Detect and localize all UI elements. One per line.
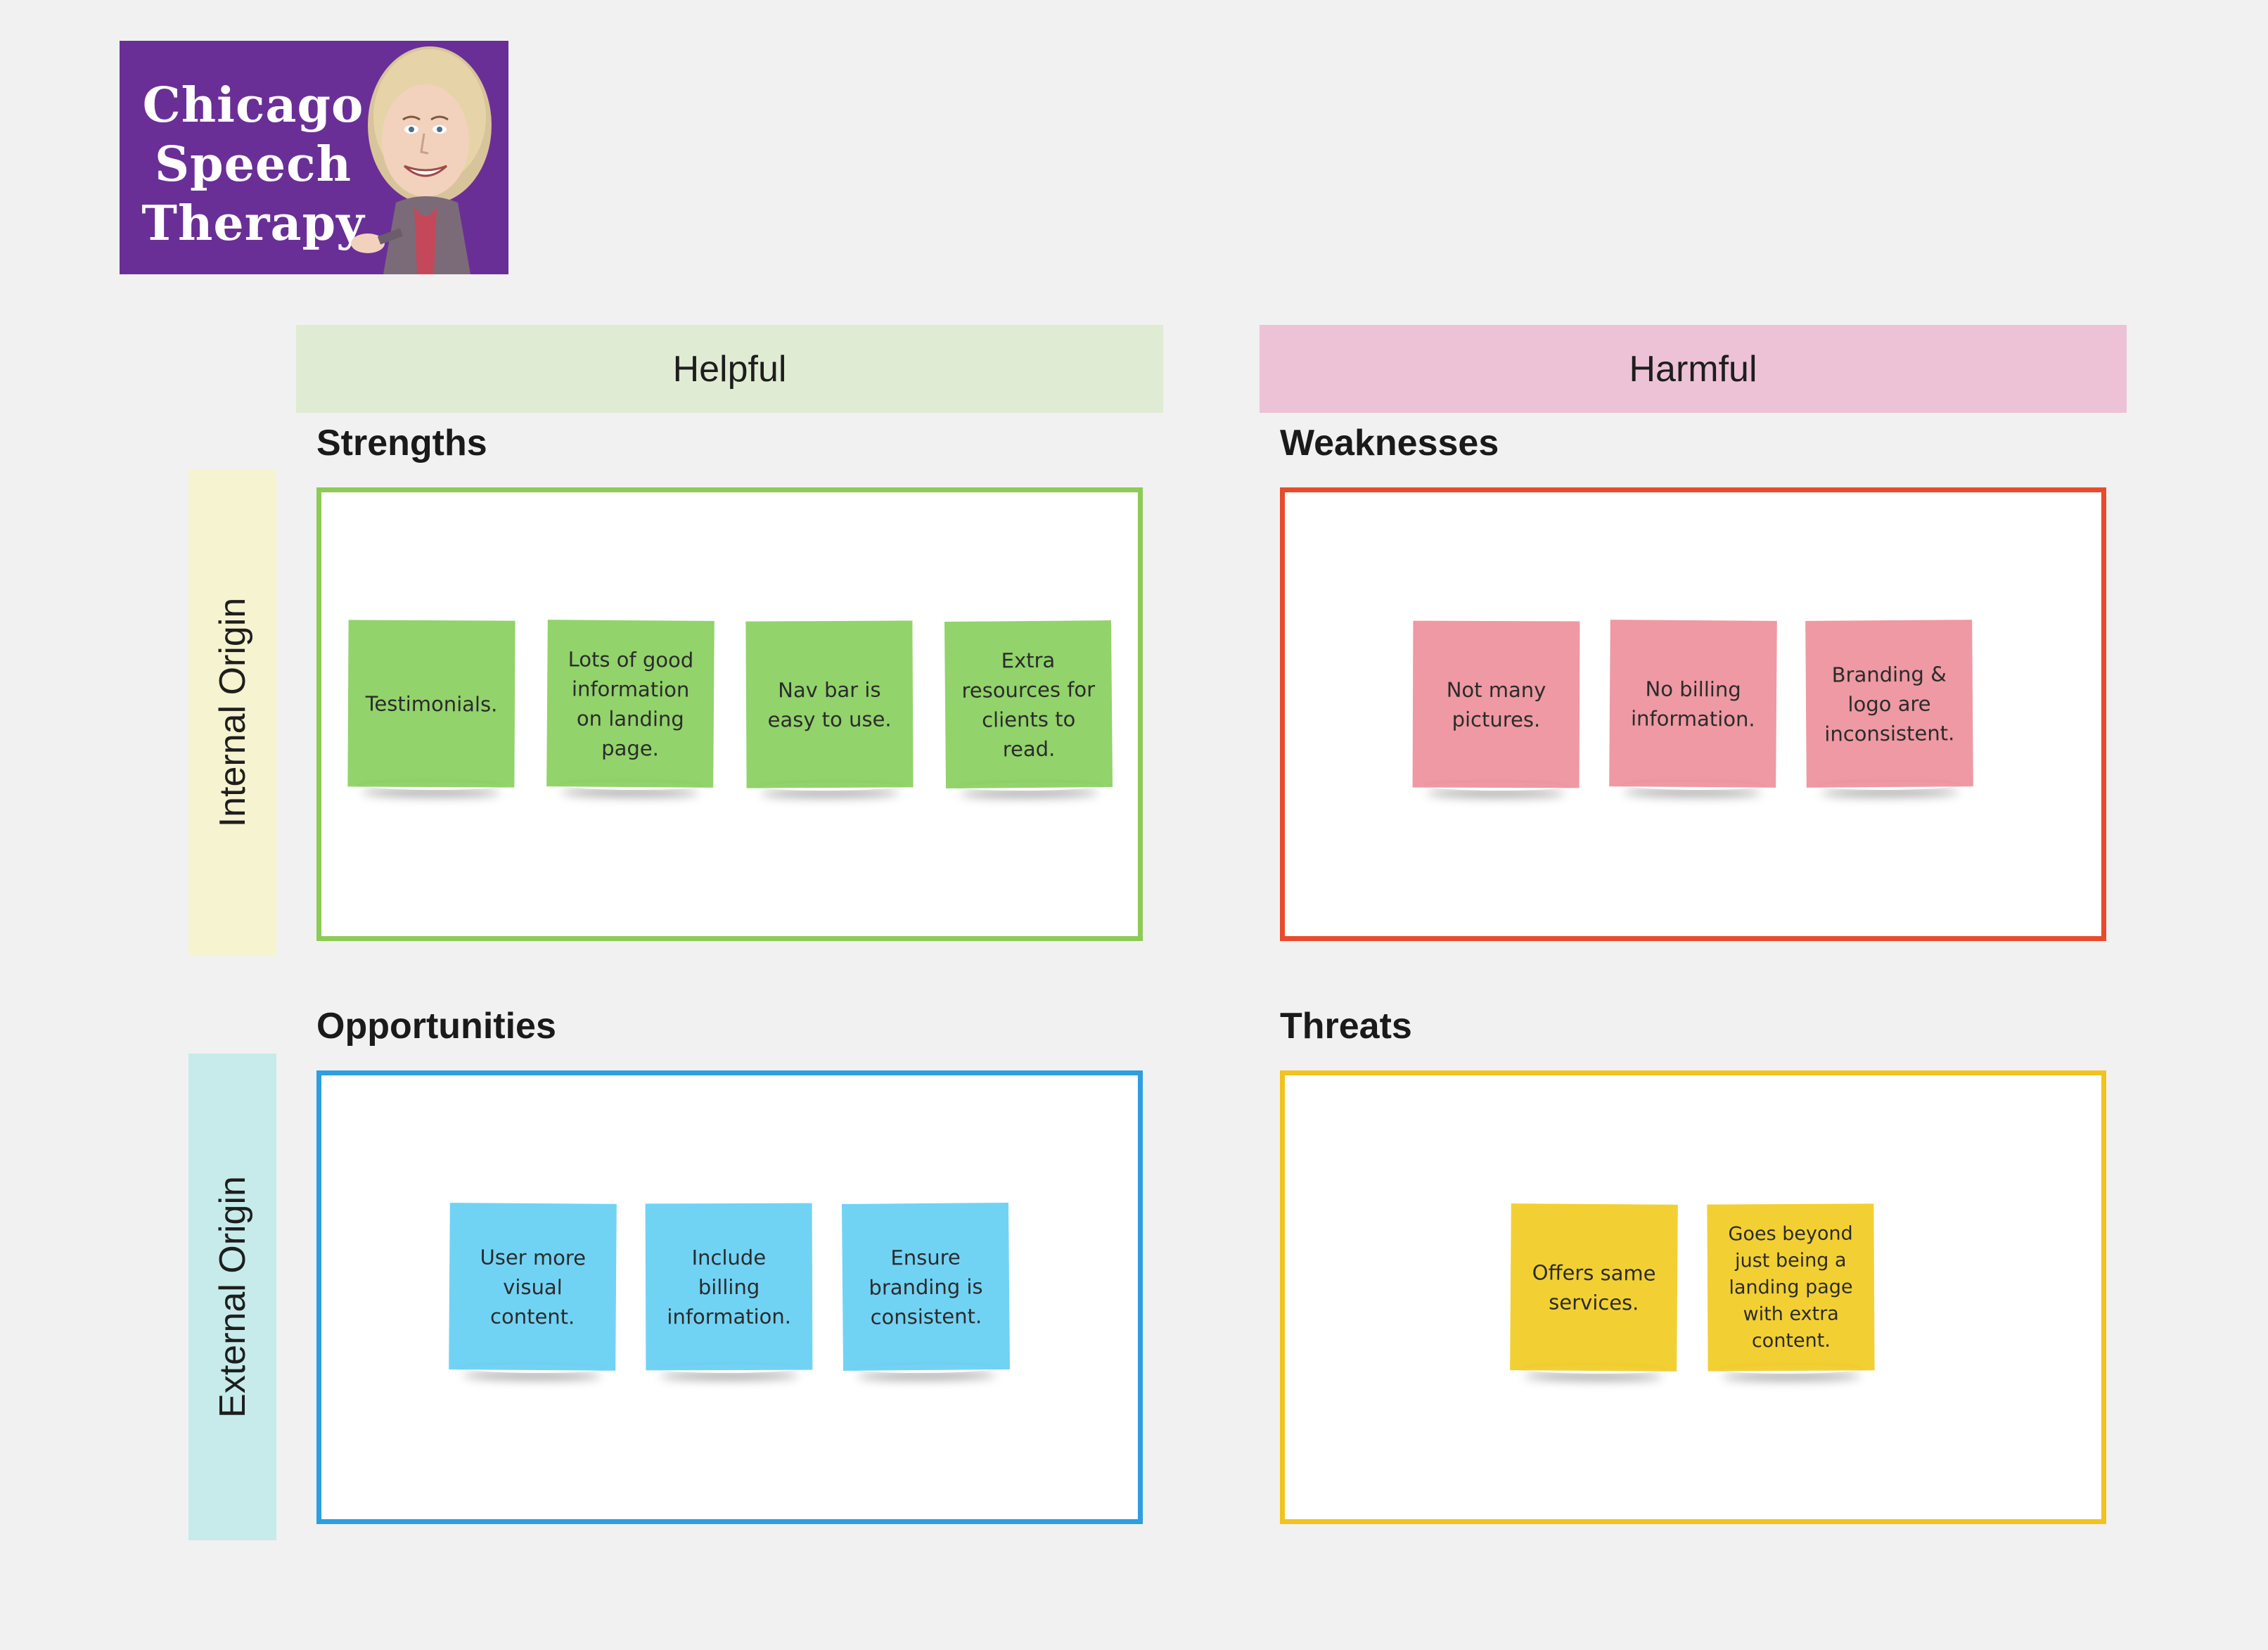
sticky-note-threat[interactable]: Goes beyond just being a landing page wi… [1707, 1203, 1875, 1371]
external-origin-label: External Origin [188, 1054, 276, 1540]
sticky-note-opportunity[interactable]: User more visual content. [449, 1203, 617, 1371]
helpful-header: Helpful [296, 325, 1163, 413]
chicago-speech-therapy-logo: Chicago Speech Therapy [120, 41, 508, 274]
sticky-note-weakness[interactable]: Branding & logo are inconsistent. [1805, 620, 1973, 788]
threats-title: Threats [1280, 1006, 1412, 1047]
logo-text: Chicago Speech Therapy [141, 76, 366, 253]
sticky-note-opportunity[interactable]: Ensure branding is consistent. [841, 1202, 1011, 1371]
sticky-note-strength[interactable]: Nav bar is easy to use. [745, 620, 914, 788]
sticky-note-threat[interactable]: Offers same services. [1510, 1203, 1678, 1371]
sticky-note-weakness[interactable]: Not many pictures. [1412, 620, 1580, 788]
weaknesses-title: Weaknesses [1280, 423, 1499, 463]
internal-origin-text: Internal Origin [212, 597, 253, 828]
sticky-note-opportunity[interactable]: Include billing information. [645, 1203, 813, 1371]
logo-line: Therapy [141, 196, 365, 252]
sticky-note-strength[interactable]: Extra resources for clients to read. [944, 620, 1113, 789]
internal-origin-label: Internal Origin [188, 469, 276, 956]
logo-line: Speech [154, 136, 352, 193]
external-origin-text: External Origin [212, 1176, 253, 1418]
opportunities-title: Opportunities [316, 1006, 556, 1047]
sticky-note-strength[interactable]: Lots of good information on landing page… [546, 620, 715, 788]
harmful-header: Harmful [1260, 325, 2127, 413]
threats-box [1280, 1070, 2106, 1524]
logo-line: Chicago [142, 77, 364, 134]
sticky-note-strength[interactable]: Testimonials. [347, 620, 515, 788]
caricature-illustration [351, 46, 492, 274]
strengths-title: Strengths [316, 423, 487, 463]
sticky-note-weakness[interactable]: No billing information. [1609, 620, 1777, 788]
